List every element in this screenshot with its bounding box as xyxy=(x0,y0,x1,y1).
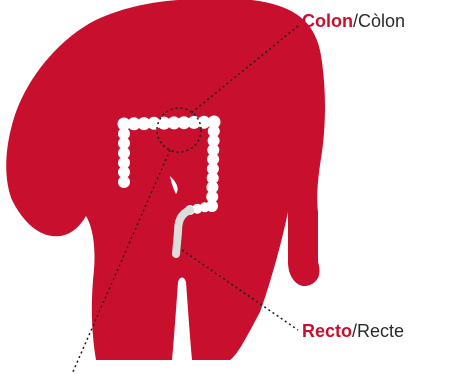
colon-label-primary: Colon xyxy=(302,11,353,31)
recto-label-primary: Recto xyxy=(302,321,352,341)
recto-label-secondary: Recte xyxy=(357,321,404,341)
torso-silhouette xyxy=(6,0,325,360)
recto-label: Recto/Recte xyxy=(302,320,404,342)
colon-label: Colon/Còlon xyxy=(302,10,405,32)
colon-label-secondary: Còlon xyxy=(358,11,405,31)
